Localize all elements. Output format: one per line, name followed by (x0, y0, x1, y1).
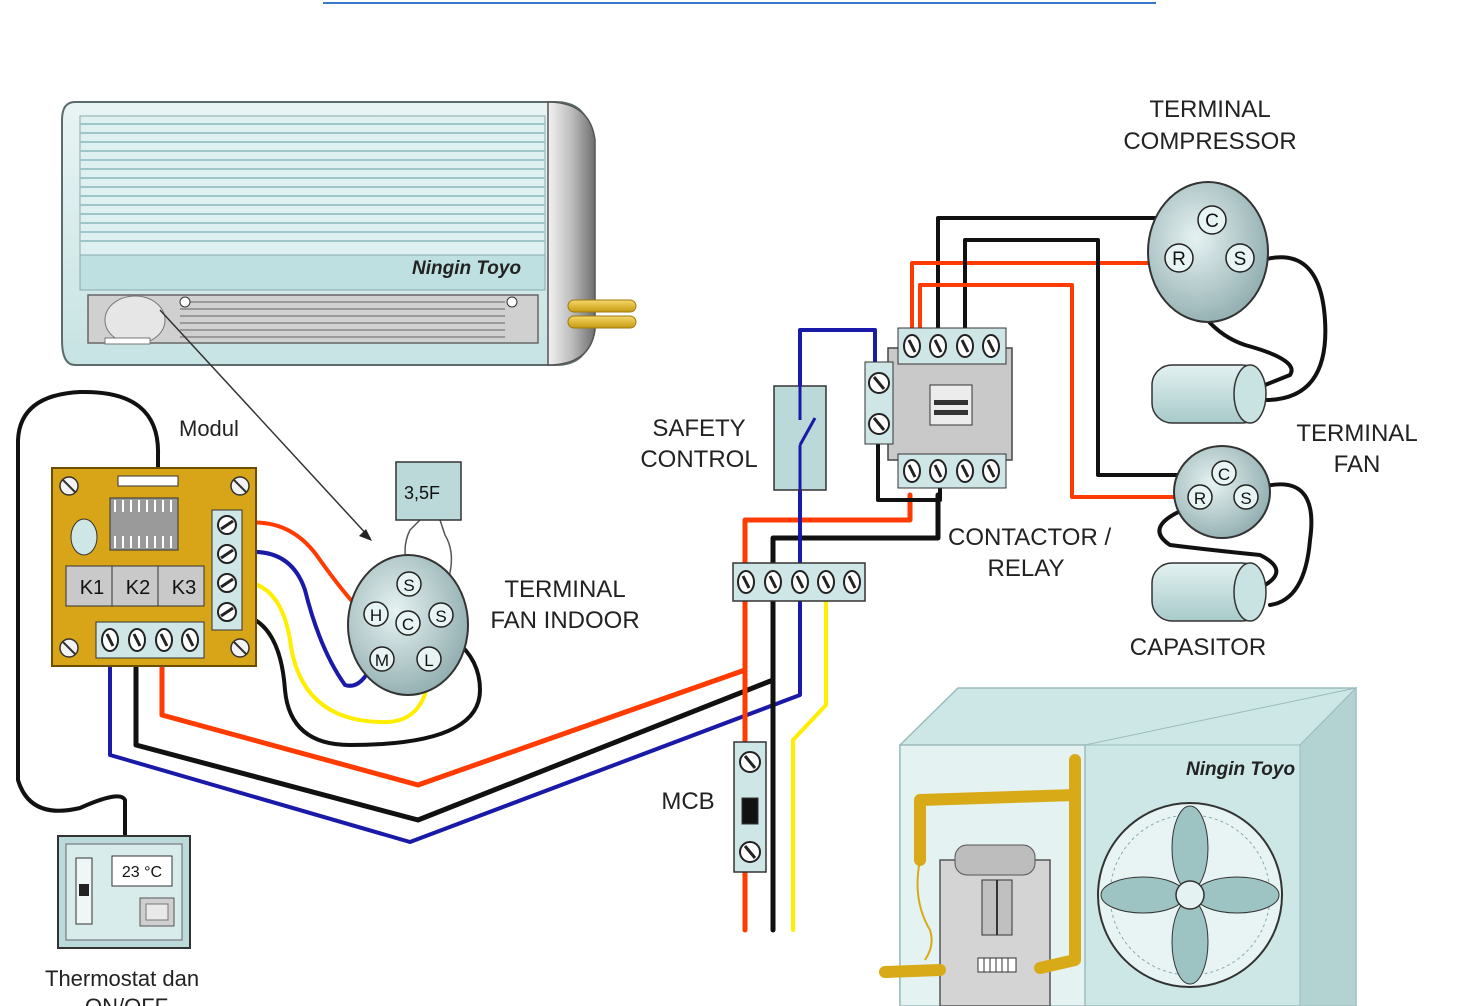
fan-indoor-pin-h: H (370, 606, 382, 625)
wire-red-fan-r (918, 283, 1192, 499)
outdoor-brand-label: Ningin Toyo (1186, 759, 1295, 780)
outdoor-pipes (879, 754, 1081, 978)
relay-k3 (157, 565, 205, 607)
wire-black-fan-c (963, 238, 1212, 477)
contactor-relay-label-line1: CONTACTOR / (948, 524, 1111, 551)
fan-indoor-pin-m: M (375, 651, 389, 670)
contactor-relay-label-line2: RELAY (988, 555, 1065, 582)
terminal-fan-label-line2: FAN (1334, 451, 1381, 478)
fan-indoor-pin-s2: S (435, 607, 446, 626)
compressor-terminal: C R S (1147, 181, 1269, 323)
wire-blue-main (108, 328, 877, 844)
capacitor-compressor (1151, 364, 1267, 424)
relay-k2-label: K2 (126, 577, 150, 599)
indoor-louver-grille (79, 115, 546, 291)
compressor-pin-c: C (1205, 211, 1219, 232)
wire-black-fan (236, 612, 482, 747)
control-module-board: K1 K2 K3 (51, 467, 257, 667)
fan-indoor-capacitor-label: 3,5F (404, 483, 440, 503)
thermostat-display-value: 23 °C (122, 864, 162, 881)
fan-indoor-terminal: S H C S M L (347, 554, 469, 696)
thermostat-label-line1: Thermostat dan (45, 966, 199, 991)
arrow-head-icon (359, 529, 372, 541)
fan-outdoor-pin-s: S (1240, 489, 1251, 508)
safety-control-label-line2: CONTROL (640, 446, 757, 473)
indoor-end-cap (547, 101, 596, 366)
fan-indoor-pin-l: L (424, 651, 433, 670)
wire-cap-fan-s (1256, 482, 1314, 607)
fan-indoor-pin-c: C (402, 615, 414, 634)
indoor-brand-label: Ningin Toyo (412, 258, 521, 279)
indoor-unit: Ningin Toyo (61, 101, 637, 366)
wire-blue-fan-m (236, 549, 374, 688)
contactor-relay (864, 327, 1013, 489)
chip-icon (109, 497, 179, 551)
indoor-pipes (567, 299, 637, 329)
thermostat-label-line2: ON/OFF (85, 994, 168, 1006)
safety-control-label-line1: SAFETY (652, 415, 745, 442)
thermostat-display (111, 855, 173, 887)
mcb-label: MCB (661, 788, 714, 815)
wire-red-compressor-r (910, 261, 1170, 347)
safety-control-switch[interactable] (773, 330, 827, 491)
wire-yellow-fan-l (236, 579, 432, 725)
terminal-compressor-label-line1: TERMINAL (1149, 96, 1270, 123)
wire-black-compressor-c (936, 216, 1202, 347)
indoor-fan-roller (87, 294, 539, 345)
wire-thermostat-cable (16, 389, 161, 837)
terminal-fan-indoor-label-line1: TERMINAL (504, 576, 625, 603)
relay-k2 (111, 565, 159, 607)
terminal-fan-indoor-label-line2: FAN INDOOR (490, 607, 639, 634)
fan-outdoor-pin-r: R (1194, 489, 1206, 508)
relay-k3-label: K3 (172, 577, 196, 599)
wire-yellow-supply (791, 588, 828, 932)
compressor-pin-r: R (1172, 249, 1186, 270)
capasitor-label: CAPASITOR (1130, 634, 1266, 661)
fan-indoor-capacitor: 3,5F (395, 461, 462, 521)
thermostat[interactable]: 23 °C (57, 835, 191, 949)
modul-label: Modul (179, 416, 239, 441)
wire-red-fan-h (236, 520, 364, 614)
outdoor-fan-icon (1097, 802, 1283, 988)
relay-k1-label: K1 (80, 577, 104, 599)
wire-cap-fan-r (1157, 503, 1279, 587)
fan-outdoor-terminal: C R S (1173, 445, 1271, 539)
outdoor-unit: Ningin Toyo (879, 686, 1358, 1006)
capillary-tube (916, 859, 933, 961)
capacitor-fan (1151, 562, 1267, 622)
fan-indoor-pin-s1: S (403, 576, 414, 595)
modul-pointer-line (159, 309, 371, 539)
fan-outdoor-pin-c: C (1218, 465, 1230, 484)
main-terminal-block (732, 562, 866, 602)
terminal-fan-label-line1: TERMINAL (1296, 420, 1417, 447)
compressor-icon (939, 844, 1051, 1006)
terminal-compressor-label-line2: COMPRESSOR (1123, 128, 1296, 155)
wire-cap-compressor-s (1254, 255, 1328, 402)
compressor-pin-s: S (1234, 249, 1247, 270)
relay-k1 (65, 565, 113, 607)
mcb-breaker[interactable] (733, 741, 767, 873)
wires (16, 216, 1328, 933)
